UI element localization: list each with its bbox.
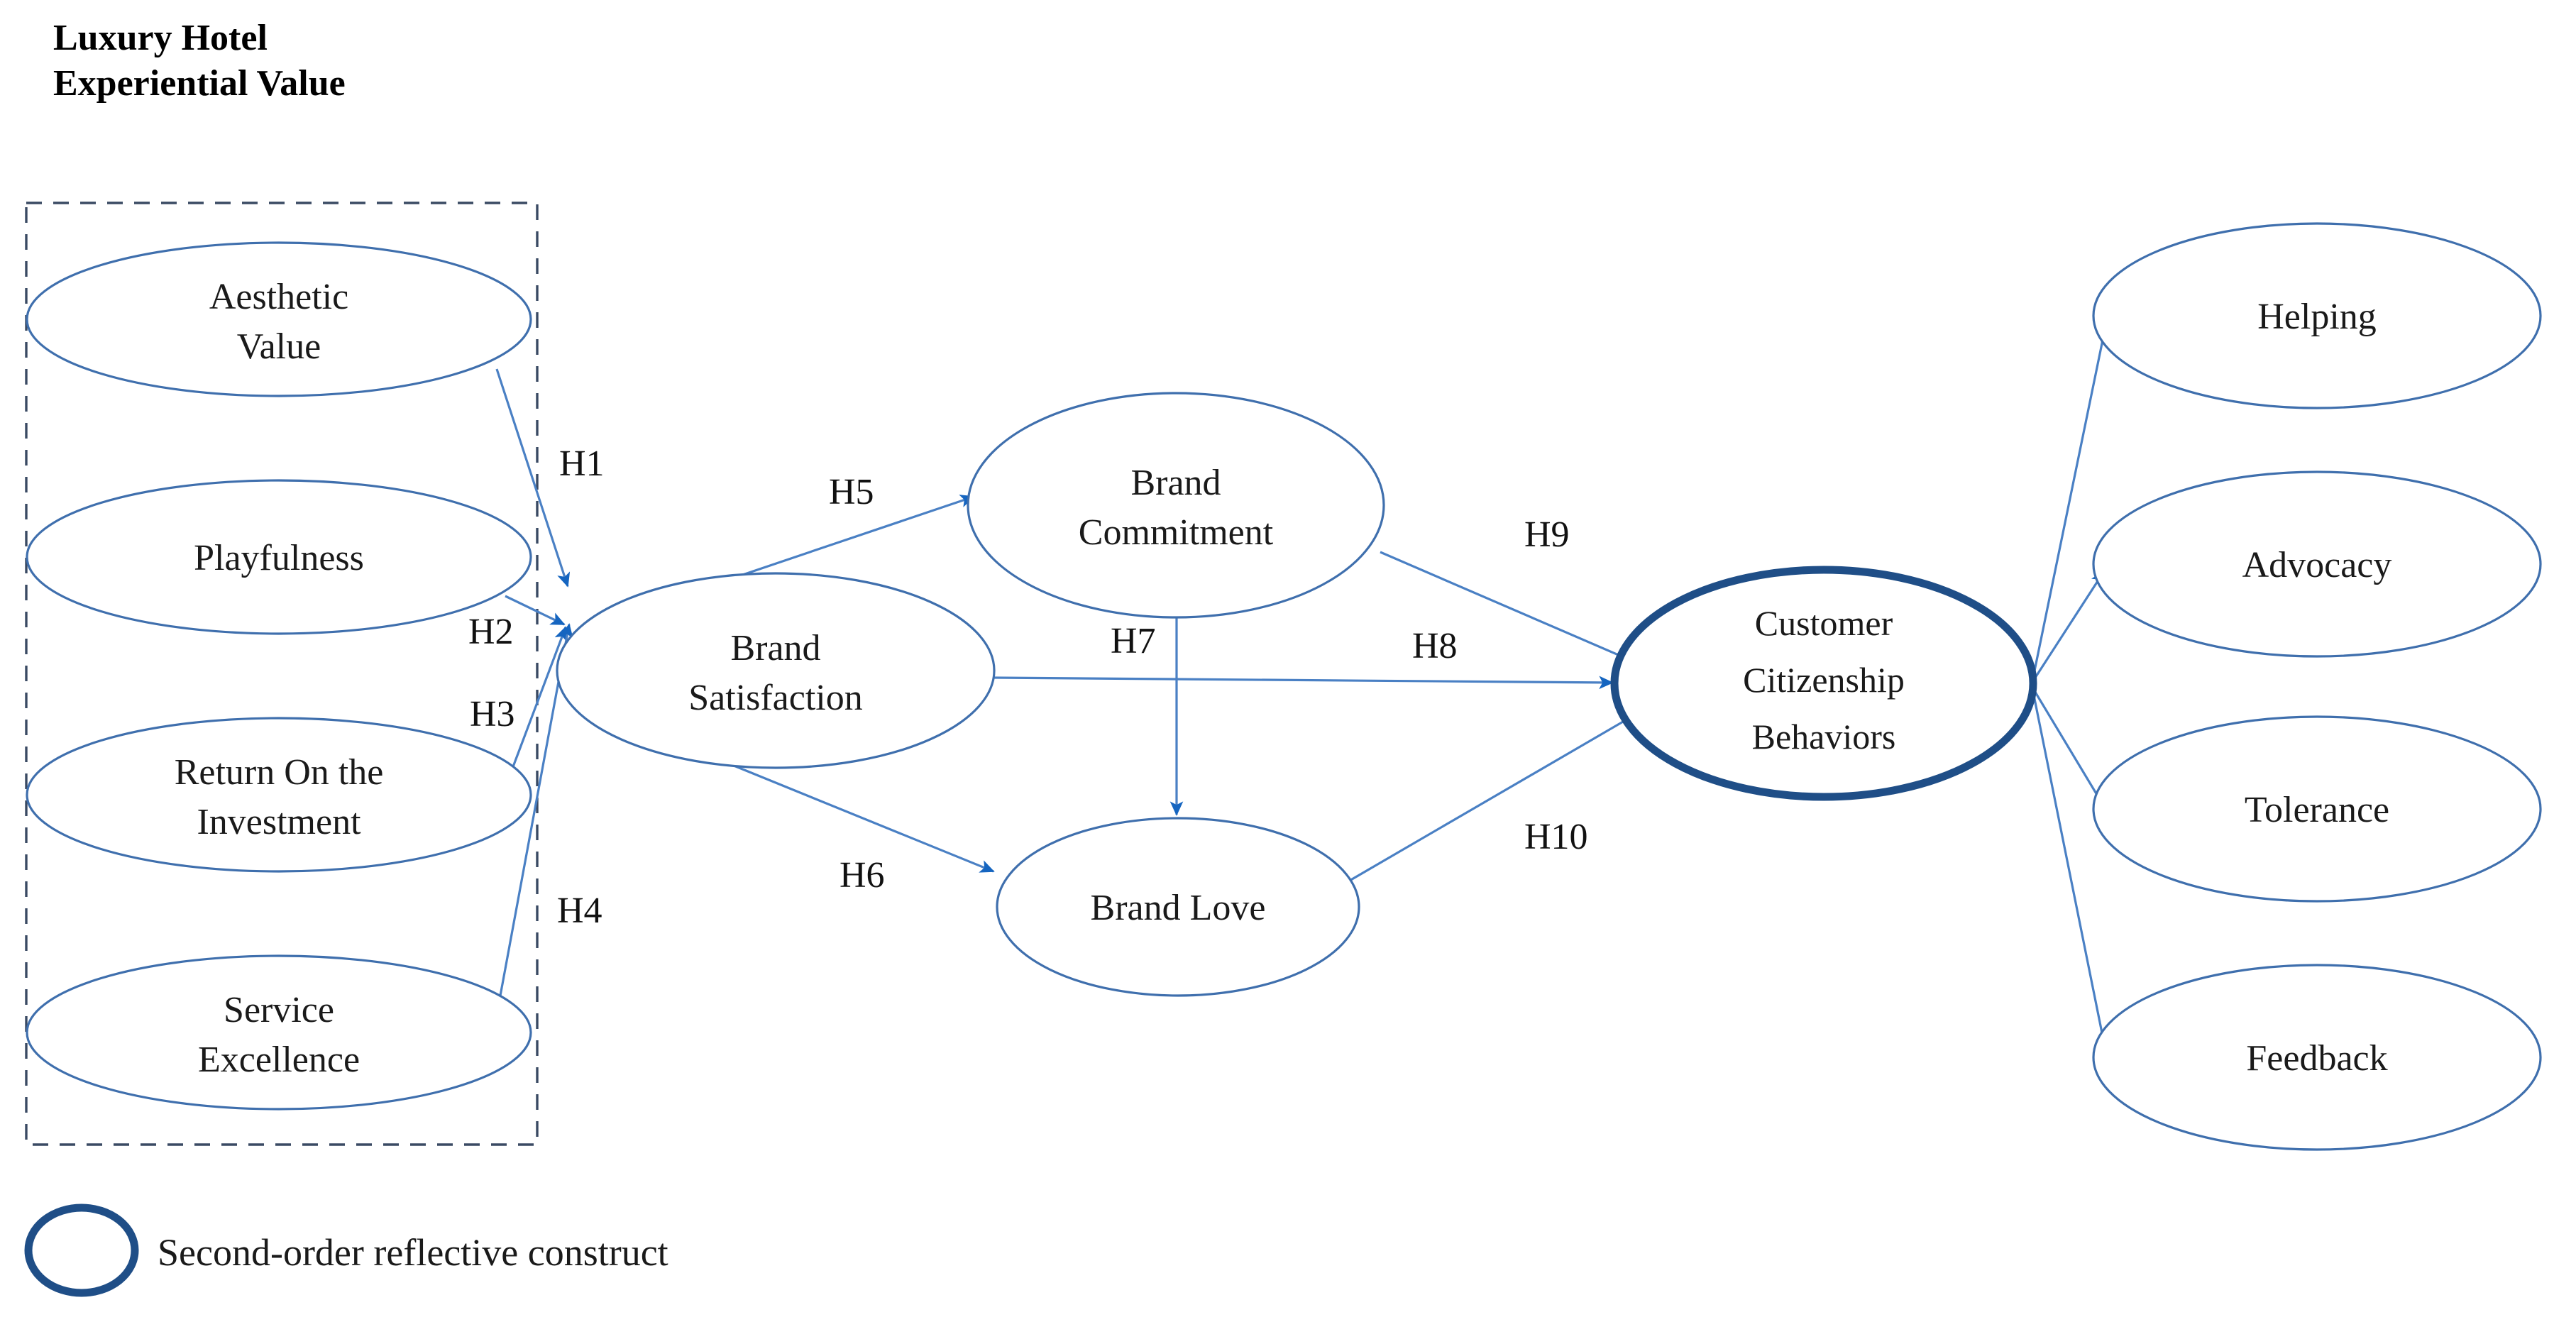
link-h2 (505, 595, 566, 626)
link-h4 (495, 623, 573, 1015)
node-brand-commitment[interactable]: Brand Commitment (967, 392, 1385, 619)
ellipse-tolerance (2092, 715, 2542, 903)
label-advocacy: Advocacy (2242, 545, 2392, 585)
node-tolerance[interactable]: Tolerance (2092, 715, 2542, 903)
hypothesis-label-h5: H5 (829, 472, 874, 512)
node-helping[interactable]: Helping (2092, 222, 2542, 409)
second-order-dashed-boundary (25, 202, 539, 1146)
hypothesis-label-h10: H10 (1524, 817, 1588, 857)
link-h5 (712, 495, 975, 586)
label-brand-love: Brand Love (1091, 888, 1266, 928)
legend: Second-order reflective construct (24, 1203, 668, 1297)
ellipse-customer-citizenship-behaviors (1610, 566, 2037, 801)
hypothesis-label-h2: H2 (468, 612, 514, 652)
label-aesthetic-value-line1: Aesthetic (209, 277, 348, 317)
hypothesis-label-h3: H3 (470, 694, 515, 734)
node-brand-love[interactable]: Brand Love (996, 817, 1360, 997)
node-service-excellence[interactable]: Service Excellence (26, 954, 532, 1111)
hypothesis-label-h4: H4 (557, 891, 602, 931)
label-ccb-line1: Customer (1755, 603, 1893, 643)
link-h9 (1380, 551, 1648, 668)
label-aesthetic-value-line2: Value (237, 326, 321, 367)
label-return-on-investment-line2: Investment (197, 802, 361, 842)
label-feedback: Feedback (2246, 1038, 2387, 1079)
label-brand-satisfaction-line2: Satisfaction (688, 678, 863, 718)
label-tolerance: Tolerance (2245, 790, 2389, 830)
ellipse-service-excellence (26, 954, 532, 1111)
ellipse-playfulness (26, 479, 532, 635)
label-helping: Helping (2257, 297, 2377, 337)
node-advocacy[interactable]: Advocacy (2092, 470, 2542, 658)
link-h1 (495, 368, 571, 588)
hypothesis-label-h8: H8 (1412, 626, 1458, 666)
legend-label-text: Second-order reflective construct (158, 1231, 668, 1274)
ellipse-brand-satisfaction (556, 572, 996, 769)
hypothesis-label-h1: H1 (559, 444, 605, 484)
node-feedback[interactable]: Feedback (2092, 964, 2542, 1151)
node-playfulness[interactable]: Playfulness (26, 479, 532, 635)
ellipse-return-on-investment (26, 717, 532, 873)
legend-second-order-ellipse-icon (24, 1203, 139, 1297)
ellipse-feedback (2092, 964, 2542, 1151)
ellipse-advocacy (2092, 470, 2542, 658)
link-h8 (993, 676, 1614, 690)
node-aesthetic-value[interactable]: Aesthetic Value (26, 241, 532, 397)
group-title-line1: Luxury Hotel (53, 18, 268, 58)
ellipse-brand-love (996, 817, 1360, 997)
link-h3 (502, 626, 568, 792)
node-return-on-investment[interactable]: Return On the Investment (26, 717, 532, 873)
node-brand-satisfaction[interactable]: Brand Satisfaction (556, 572, 996, 769)
label-ccb-line3: Behaviors (1752, 717, 1896, 756)
label-brand-commitment-line2: Commitment (1079, 512, 1274, 553)
label-brand-satisfaction-line1: Brand (730, 628, 820, 668)
ellipse-helping (2092, 222, 2542, 409)
label-return-on-investment-line1: Return On the (175, 752, 384, 793)
hypothesis-label-h6: H6 (840, 855, 885, 896)
group-title-line2: Experiential Value (53, 63, 346, 104)
link-ccb-tolerance (2032, 689, 2107, 810)
link-ccb-advocacy (2032, 570, 2106, 681)
label-service-excellence-line1: Service (224, 990, 334, 1030)
link-ccb-helping (2032, 321, 2110, 675)
link-h10 (1348, 705, 1651, 883)
link-ccb-feedback (2032, 695, 2112, 1062)
label-brand-commitment-line1: Brand (1130, 463, 1221, 503)
hypothesis-label-h7: H7 (1111, 621, 1156, 661)
ellipse-brand-commitment (967, 392, 1385, 619)
hypothesis-label-h9: H9 (1524, 514, 1570, 555)
ellipse-aesthetic-value (26, 241, 532, 397)
label-ccb-line2: Citizenship (1743, 660, 1905, 700)
link-h6 (717, 758, 995, 873)
label-service-excellence-line2: Excellence (198, 1040, 360, 1080)
node-customer-citizenship-behaviors[interactable]: Customer Citizenship Behaviors (1610, 566, 2037, 801)
label-playfulness: Playfulness (194, 538, 364, 578)
